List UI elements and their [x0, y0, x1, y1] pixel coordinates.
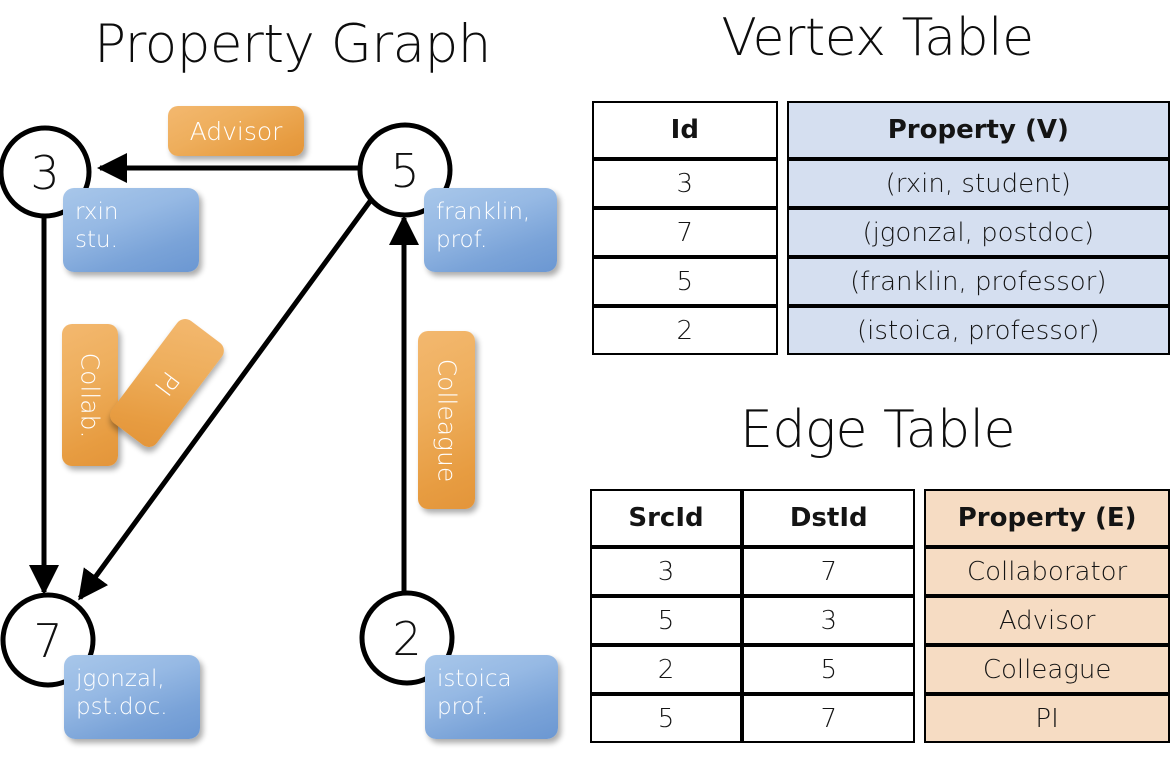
- vertex-table: Id Property (V) 3 (rxin, student) 7 (jgo…: [592, 101, 1170, 355]
- edge-table-cell-property: Advisor: [924, 596, 1170, 645]
- edge-label-colleague: Colleague: [418, 331, 475, 509]
- column-gap: [778, 257, 787, 306]
- column-gap: [915, 596, 924, 645]
- table-row: 2 5 Colleague: [590, 645, 1170, 694]
- edge-table-header-srcid: SrcId: [590, 489, 742, 547]
- vertex-table-cell-id: 2: [592, 306, 778, 355]
- column-gap: [778, 208, 787, 257]
- vertex-table-cell-property: (istoica, professor): [786, 306, 1170, 355]
- table-row: 5 7 PI: [590, 694, 1170, 743]
- vertex-property-box-5: franklin, prof.: [424, 188, 557, 272]
- table-row: 2 (istoica, professor): [592, 306, 1170, 355]
- table-row: 3 7 Collaborator: [590, 547, 1170, 596]
- edge-table-cell-property: Collaborator: [924, 547, 1170, 596]
- vertex-table-header-id: Id: [592, 101, 778, 159]
- vertex-table-cell-id: 3: [592, 159, 778, 208]
- vertex-table-cell-id: 7: [592, 208, 778, 257]
- page-title-property-graph: Property Graph: [94, 14, 491, 75]
- edge-table-cell-property: Colleague: [924, 645, 1170, 694]
- column-gap: [915, 489, 924, 547]
- column-gap: [778, 306, 787, 355]
- vertex-table-cell-id: 5: [592, 257, 778, 306]
- edge-table-cell-dstid: 3: [742, 596, 916, 645]
- edge-table-cell-srcid: 5: [590, 596, 742, 645]
- table-header-row: SrcId DstId Property (E): [590, 489, 1170, 547]
- edge-table-cell-srcid: 2: [590, 645, 742, 694]
- edge-table-cell-srcid: 3: [590, 547, 742, 596]
- vertex-table-cell-property: (franklin, professor): [786, 257, 1170, 306]
- table-header-row: Id Property (V): [592, 101, 1170, 159]
- table-row: 5 (franklin, professor): [592, 257, 1170, 306]
- edge-table-header-dstid: DstId: [742, 489, 916, 547]
- edge-5-to-7: [77, 198, 374, 601]
- vertex-table-header-property: Property (V): [786, 101, 1170, 159]
- table-row: 5 3 Advisor: [590, 596, 1170, 645]
- column-gap: [915, 645, 924, 694]
- edge-label-pi-text: PI: [148, 365, 186, 401]
- edge-table-cell-srcid: 5: [590, 694, 742, 743]
- column-gap: [778, 159, 787, 208]
- table-row: 7 (jgonzal, postdoc): [592, 208, 1170, 257]
- edge-table-header-property: Property (E): [924, 489, 1170, 547]
- column-gap: [915, 547, 924, 596]
- vertex-property-box-2: istoica prof.: [425, 655, 558, 739]
- vertex-property-box-7: jgonzal, pst.doc.: [64, 655, 200, 739]
- edge-label-advisor-text: Advisor: [189, 116, 283, 146]
- edge-table: SrcId DstId Property (E) 3 7 Collaborato…: [590, 489, 1170, 743]
- page-title-vertex-table: Vertex Table: [721, 8, 1034, 68]
- edge-table-cell-dstid: 5: [742, 645, 916, 694]
- edge-label-collab: Collab.: [62, 324, 118, 466]
- edge-label-advisor: Advisor: [168, 106, 304, 156]
- edge-table-cell-dstid: 7: [742, 547, 916, 596]
- vertex-table-cell-property: (rxin, student): [786, 159, 1170, 208]
- vertex-table-cell-property: (jgonzal, postdoc): [786, 208, 1170, 257]
- edge-table-cell-dstid: 7: [742, 694, 916, 743]
- edge-table-cell-property: PI: [924, 694, 1170, 743]
- table-row: 3 (rxin, student): [592, 159, 1170, 208]
- edge-label-colleague-text: Colleague: [432, 358, 462, 482]
- vertex-property-box-3: rxin stu.: [63, 188, 199, 272]
- column-gap: [915, 694, 924, 743]
- edge-label-collab-text: Collab.: [75, 352, 105, 438]
- page-title-edge-table: Edge Table: [739, 400, 1016, 460]
- column-gap: [778, 101, 787, 159]
